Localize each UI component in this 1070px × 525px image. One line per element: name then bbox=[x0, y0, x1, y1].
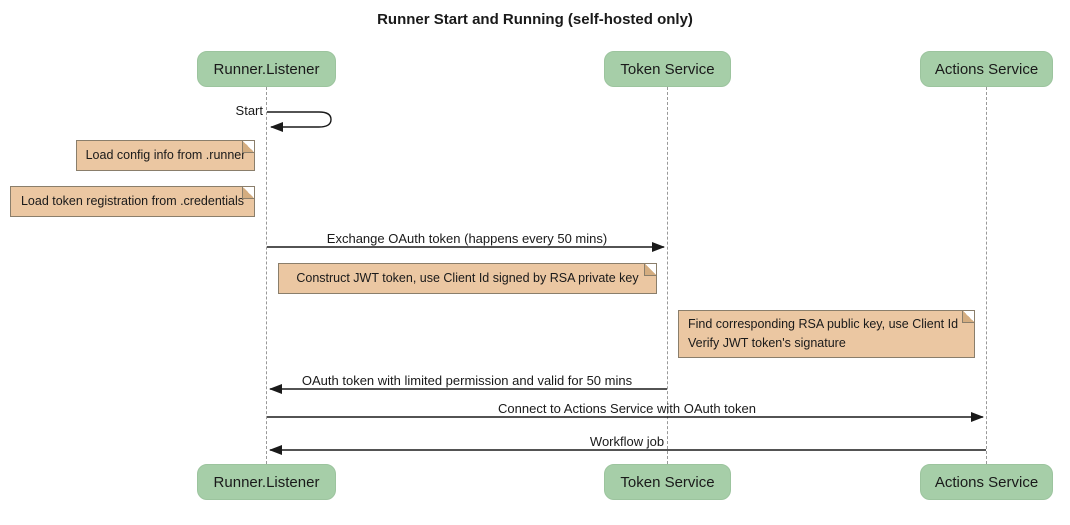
participant-actions-service-bottom: Actions Service bbox=[920, 464, 1053, 500]
participant-label: Token Service bbox=[620, 473, 715, 491]
note-load-config: Load config info from .runner bbox=[76, 140, 255, 171]
note-fold-icon bbox=[242, 141, 254, 153]
participant-label: Token Service bbox=[620, 60, 715, 78]
participant-token-service-bottom: Token Service bbox=[604, 464, 731, 500]
note-fold-icon bbox=[962, 311, 974, 323]
message-label-oauth-token-return: OAuth token with limited permission and … bbox=[301, 373, 633, 388]
participant-label: Actions Service bbox=[934, 60, 1039, 78]
participant-runner-listener-top: Runner.Listener bbox=[197, 51, 336, 87]
message-label-connect-actions-service: Connect to Actions Service with OAuth to… bbox=[498, 401, 756, 416]
note-fold-icon bbox=[242, 187, 254, 199]
note-text-line2: Verify JWT token's signature bbox=[688, 336, 846, 350]
lifeline-runner-listener bbox=[266, 87, 267, 464]
note-construct-jwt: Construct JWT token, use Client Id signe… bbox=[278, 263, 657, 294]
message-label-exchange-oauth-token: Exchange OAuth token (happens every 50 m… bbox=[326, 231, 608, 246]
note-text: Load config info from .runner bbox=[85, 148, 246, 162]
lifeline-token-service bbox=[667, 87, 668, 464]
note-verify-jwt: Find corresponding RSA public key, use C… bbox=[678, 310, 975, 358]
participant-label: Runner.Listener bbox=[213, 473, 320, 491]
note-text: Construct JWT token, use Client Id signe… bbox=[296, 271, 639, 285]
participant-label: Actions Service bbox=[934, 473, 1039, 491]
note-text-line1: Find corresponding RSA public key, use C… bbox=[688, 317, 959, 331]
message-label-workflow-job: Workflow job bbox=[589, 434, 665, 449]
note-fold-icon bbox=[644, 264, 656, 276]
participant-actions-service-top: Actions Service bbox=[920, 51, 1053, 87]
lifeline-actions-service bbox=[986, 87, 987, 464]
participant-runner-listener-bottom: Runner.Listener bbox=[197, 464, 336, 500]
note-text: Load token registration from .credential… bbox=[20, 194, 245, 208]
message-label-start: Start bbox=[235, 103, 263, 118]
note-load-token-registration: Load token registration from .credential… bbox=[10, 186, 255, 217]
participant-token-service-top: Token Service bbox=[604, 51, 731, 87]
arrow-start-self bbox=[267, 111, 332, 132]
participant-label: Runner.Listener bbox=[213, 60, 320, 78]
diagram-title: Runner Start and Running (self-hosted on… bbox=[377, 11, 693, 28]
